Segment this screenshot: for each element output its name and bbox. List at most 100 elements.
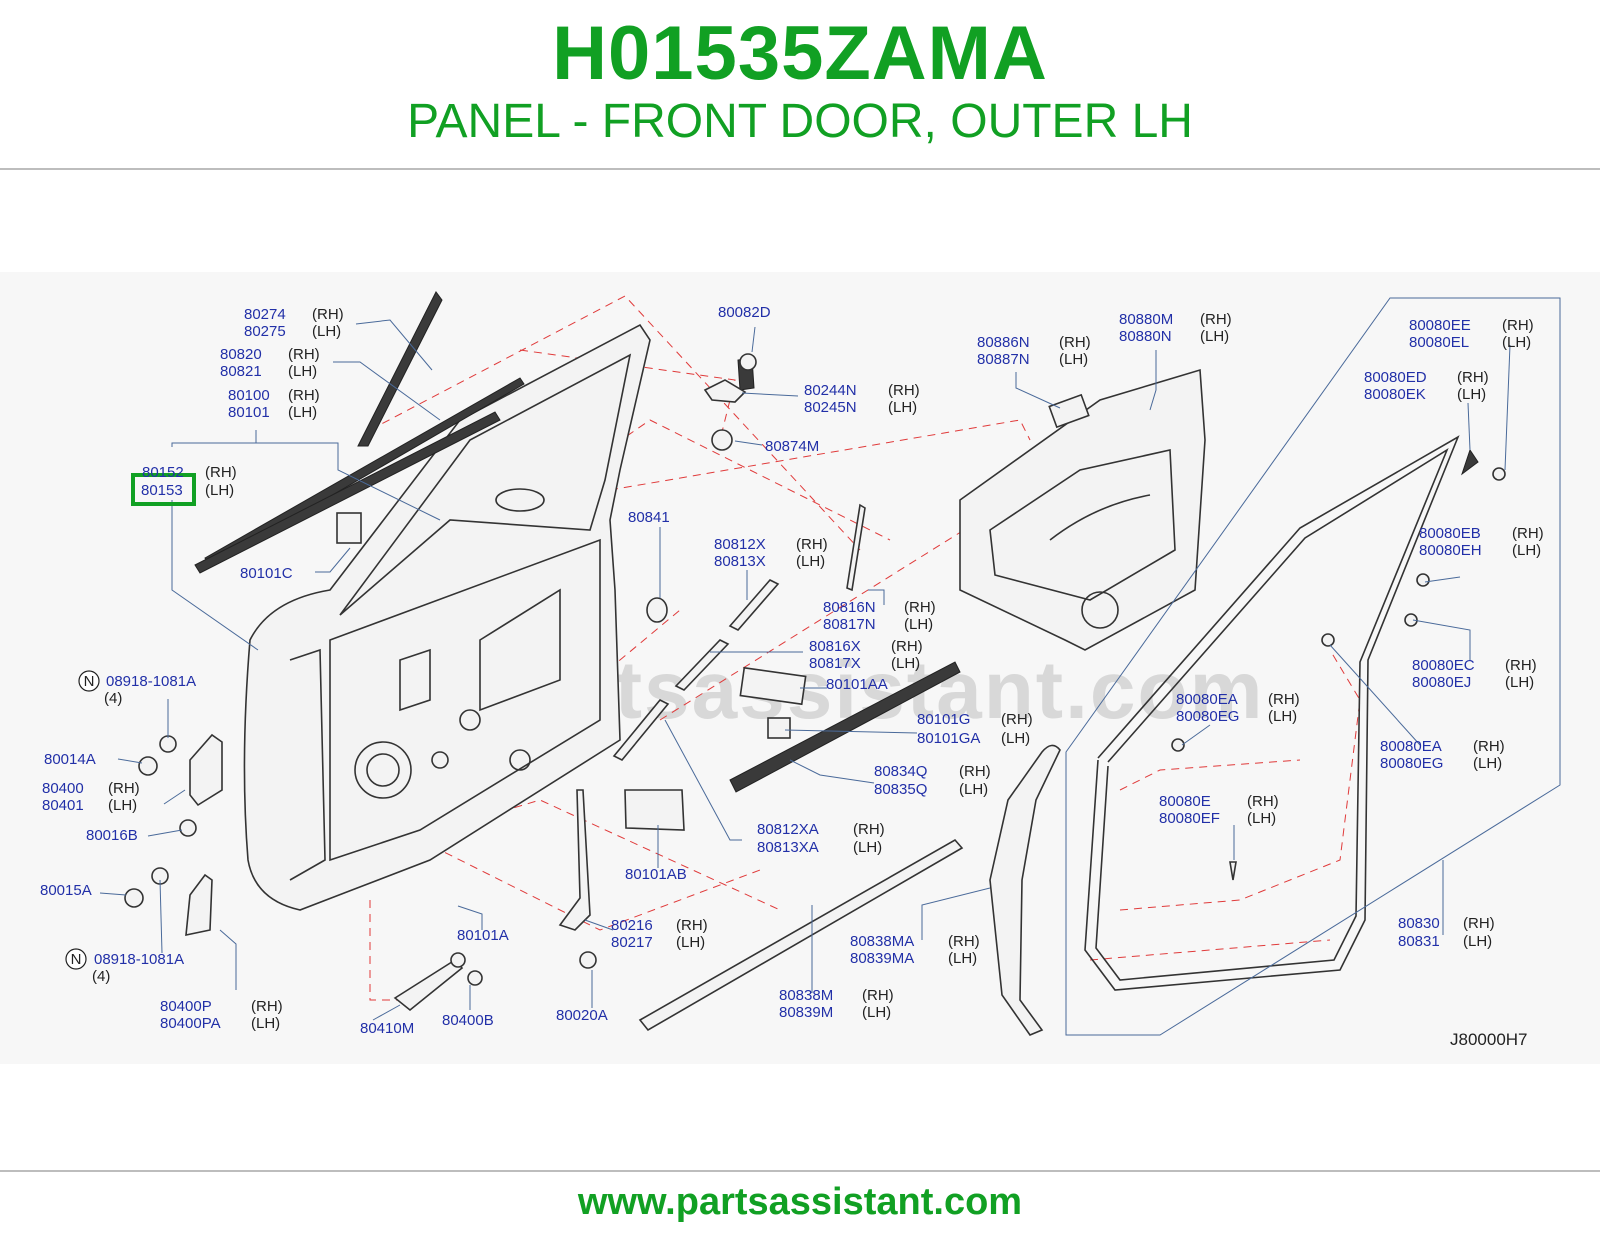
part-label[interactable]: 80820 xyxy=(220,346,262,363)
part-label[interactable]: 80887N xyxy=(977,351,1030,368)
part-label[interactable]: 80080EC xyxy=(1412,657,1475,674)
part-label[interactable]: 80101 xyxy=(228,404,270,421)
part-label[interactable]: 80020A xyxy=(556,1007,608,1024)
part-label[interactable]: 80080EL xyxy=(1409,334,1469,351)
part-label[interactable]: 80400 xyxy=(42,780,84,797)
part-label[interactable]: 80080EK xyxy=(1364,386,1426,403)
part-label[interactable]: 80217 xyxy=(611,934,653,951)
part-label[interactable]: 80275 xyxy=(244,323,286,340)
part-label[interactable]: 80838MA xyxy=(850,933,914,950)
notice-symbol-icon xyxy=(65,948,87,970)
part-label[interactable]: 80839MA xyxy=(850,950,914,967)
side-label: (RH) xyxy=(1512,525,1544,542)
side-label: (LH) xyxy=(1505,674,1534,691)
side-label: (RH) xyxy=(853,821,885,838)
notice-symbol-icon xyxy=(78,670,100,692)
part-label[interactable]: 80101C xyxy=(240,565,293,582)
side-label: (LH) xyxy=(796,553,825,570)
part-label[interactable]: 08918-1081A xyxy=(106,673,196,690)
part-label[interactable]: 80812XA xyxy=(757,821,819,838)
part-label[interactable]: 80274 xyxy=(244,306,286,323)
part-label[interactable]: 80817N xyxy=(823,616,876,633)
part-label[interactable]: 80080EB xyxy=(1419,525,1481,542)
part-label[interactable]: 80401 xyxy=(42,797,84,814)
side-label: (RH) xyxy=(1463,915,1495,932)
part-label[interactable]: 80874M xyxy=(765,438,819,455)
part-label[interactable]: 80831 xyxy=(1398,933,1440,950)
part-label[interactable]: 80080E xyxy=(1159,793,1211,810)
highlighted-part-label[interactable]: 80153 xyxy=(141,482,183,499)
part-label[interactable]: 80839M xyxy=(779,1004,833,1021)
side-label: (RH) xyxy=(288,387,320,404)
part-label[interactable]: 80834Q xyxy=(874,763,927,780)
part-label[interactable]: 80080EA xyxy=(1176,691,1238,708)
part-label[interactable]: 80886N xyxy=(977,334,1030,351)
part-number-title: H01535ZAMA xyxy=(552,11,1048,96)
part-label[interactable]: 80080EJ xyxy=(1412,674,1471,691)
footer-url[interactable]: www.partsassistant.com xyxy=(577,1181,1023,1223)
part-label[interactable]: 80813XA xyxy=(757,839,819,856)
side-label: (LH) xyxy=(1001,730,1030,747)
part-label[interactable]: 80101A xyxy=(457,927,509,944)
part-labels-left: 80274 (RH) 80275 (LH) 80820 (RH) 80821 (… xyxy=(40,306,494,1037)
side-label: (RH) xyxy=(891,638,923,655)
part-label[interactable]: 80080EA xyxy=(1380,738,1442,755)
part-labels-center: 80082D 80244N (RH) 80245N (LH) 80874M 80… xyxy=(457,304,1033,1024)
part-label[interactable]: 80838M xyxy=(779,987,833,1004)
lower-molding-parts xyxy=(638,744,1061,1036)
part-label[interactable]: 80816N xyxy=(823,599,876,616)
part-label[interactable]: 80016B xyxy=(86,827,138,844)
part-label[interactable]: 80101G xyxy=(917,711,970,728)
part-label[interactable]: 80812X xyxy=(714,536,766,553)
part-label[interactable]: 80245N xyxy=(804,399,857,416)
page-header: H01535ZAMA PANEL - FRONT DOOR, OUTER LH xyxy=(0,0,1600,170)
footer-divider xyxy=(0,1170,1600,1172)
front-door-panel xyxy=(243,323,651,911)
part-label[interactable]: 80816X xyxy=(809,638,861,655)
part-label[interactable]: 80817X xyxy=(809,655,861,672)
part-label[interactable]: 80400PA xyxy=(160,1015,221,1032)
side-label: (RH) xyxy=(862,987,894,1004)
part-label[interactable]: 80082D xyxy=(718,304,771,321)
part-label[interactable]: 80080EH xyxy=(1419,542,1482,559)
part-label[interactable]: 80152 xyxy=(142,464,184,481)
side-label: (RH) xyxy=(948,933,980,950)
part-label[interactable]: 80080EG xyxy=(1380,755,1443,772)
highlight-box xyxy=(131,473,196,506)
notice-symbol-letter: N xyxy=(71,951,82,968)
part-label[interactable]: 80101GA xyxy=(917,730,980,747)
part-label[interactable]: 80821 xyxy=(220,363,262,380)
sash-trim-parts xyxy=(194,291,961,831)
side-label: (RH) xyxy=(1505,657,1537,674)
part-label[interactable]: 80100 xyxy=(228,387,270,404)
side-label: (LH) xyxy=(948,950,977,967)
part-label[interactable]: 80880N xyxy=(1119,328,1172,345)
part-label[interactable]: 80080EF xyxy=(1159,810,1220,827)
part-label[interactable]: 80835Q xyxy=(874,781,927,798)
part-label[interactable]: 80216 xyxy=(611,917,653,934)
part-label[interactable]: 80015A xyxy=(40,882,92,899)
part-label[interactable]: 80813X xyxy=(714,553,766,570)
side-label: (LH) xyxy=(1247,810,1276,827)
part-labels-right: 80886N (RH) 80887N (LH) 80880M (RH) 8088… xyxy=(977,311,1544,950)
side-label: (LH) xyxy=(288,363,317,380)
side-label: (LH) xyxy=(676,934,705,951)
side-label: (RH) xyxy=(1001,711,1033,728)
side-label: (LH) xyxy=(904,616,933,633)
part-label[interactable]: 80080ED xyxy=(1364,369,1427,386)
part-label[interactable]: 80014A xyxy=(44,751,96,768)
part-label[interactable]: 80400P xyxy=(160,998,212,1015)
part-label[interactable]: 80880M xyxy=(1119,311,1173,328)
part-label[interactable]: 80410M xyxy=(360,1020,414,1037)
side-label: (LH) xyxy=(205,482,234,499)
part-label[interactable]: 80841 xyxy=(628,509,670,526)
part-label[interactable]: 80101AB xyxy=(625,866,687,883)
side-label: (LH) xyxy=(959,781,988,798)
part-label[interactable]: 80830 xyxy=(1398,915,1440,932)
part-label[interactable]: 80400B xyxy=(442,1012,494,1029)
part-label[interactable]: 80080EG xyxy=(1176,708,1239,725)
part-label[interactable]: 80244N xyxy=(804,382,857,399)
part-label[interactable]: 08918-1081A xyxy=(94,951,184,968)
part-label[interactable]: 80101AA xyxy=(826,676,888,693)
part-label[interactable]: 80080EE xyxy=(1409,317,1471,334)
